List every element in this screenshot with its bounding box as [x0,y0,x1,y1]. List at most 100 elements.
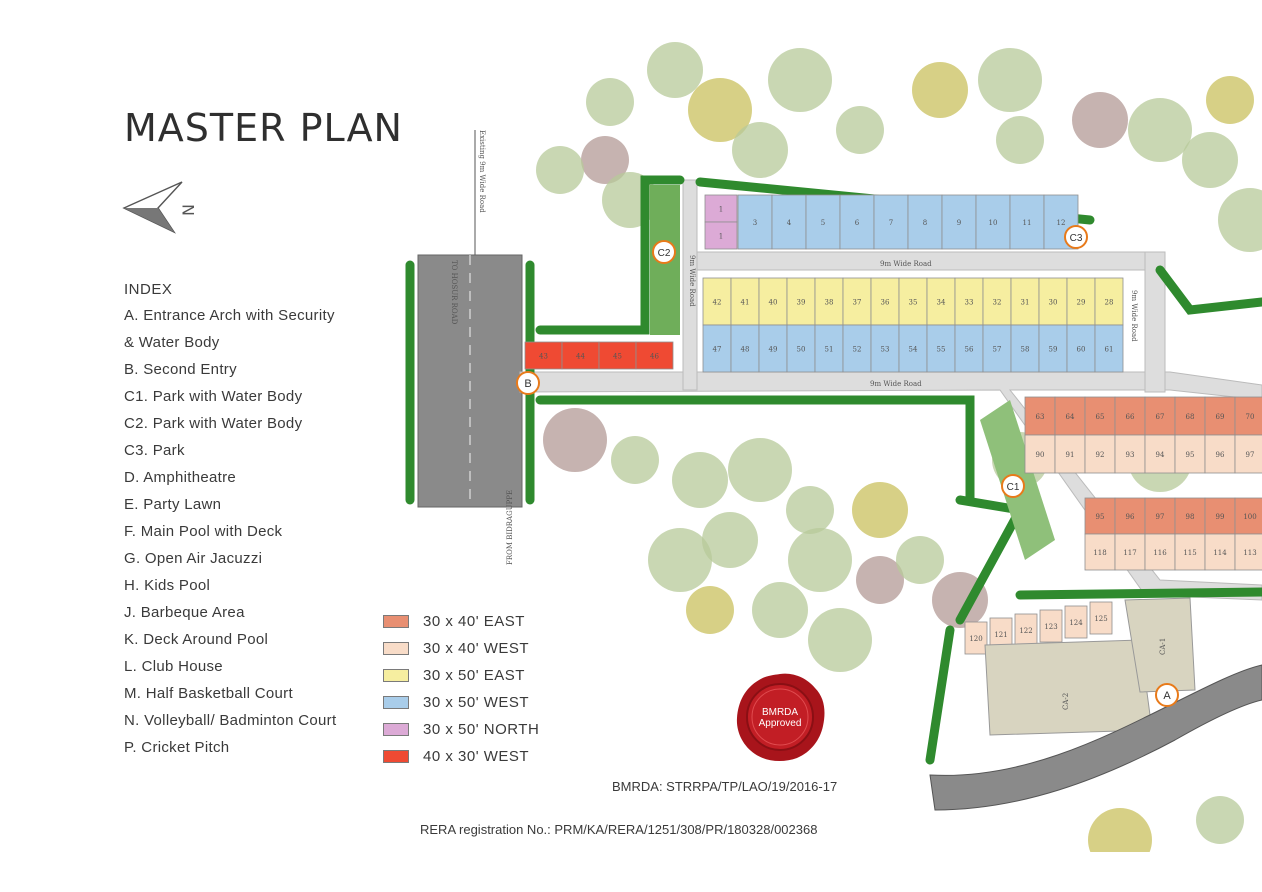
plot[interactable]: 56 [954,324,984,373]
plot[interactable]: 40 [758,277,788,326]
plot[interactable]: 96 [1204,434,1236,474]
plot[interactable]: 30 [1038,277,1068,326]
plot[interactable]: 29 [1066,277,1096,326]
lower-road [929,664,1262,811]
plot[interactable]: 52 [842,324,872,373]
trees-layer [536,42,1262,852]
plot[interactable]: 45 [598,341,637,370]
plot[interactable]: 91 [1054,434,1086,474]
plot-number: 33 [965,299,974,307]
plot[interactable]: 3 [737,194,773,250]
plot[interactable]: 10 [975,194,1011,250]
plot[interactable]: 99 [1204,497,1236,535]
plot[interactable]: 64 [1054,396,1086,436]
plot[interactable]: 55 [926,324,956,373]
plot[interactable]: 90 [1024,434,1056,474]
plot[interactable]: 100 [1234,497,1262,535]
plot[interactable]: 58 [1010,324,1040,373]
plot[interactable]: 120 [964,621,988,655]
plot[interactable]: 50 [786,324,816,373]
plot-number: 46 [650,353,659,361]
plot[interactable]: 37 [842,277,872,326]
plot[interactable]: 36 [870,277,900,326]
plot[interactable]: 43 [524,341,563,370]
plot[interactable]: 49 [758,324,788,373]
plot[interactable]: 32 [982,277,1012,326]
plot[interactable]: 69 [1204,396,1236,436]
plot[interactable]: 67 [1144,396,1176,436]
tree [856,556,904,604]
tree [1072,92,1128,148]
plot[interactable]: 117 [1114,533,1146,571]
plot[interactable]: 65 [1084,396,1116,436]
plot[interactable]: 124 [1064,605,1088,639]
plot[interactable]: 39 [786,277,816,326]
plot[interactable]: 94 [1144,434,1176,474]
road-label-9m-d: 9m Wide Road [1130,290,1138,342]
plot[interactable]: 93 [1114,434,1146,474]
plot[interactable]: 61 [1094,324,1124,373]
plot[interactable]: 70 [1234,396,1262,436]
marker-b[interactable]: B [516,371,540,395]
marker-a[interactable]: A [1155,683,1179,707]
marker-c3[interactable]: C3 [1064,225,1088,249]
plot-number: 1 [719,206,723,214]
seal-line1: BMRDA [762,707,798,718]
tree [1088,808,1152,852]
plot[interactable]: 122 [1014,613,1038,647]
plot[interactable]: 41 [730,277,760,326]
plot[interactable]: 95 [1084,497,1116,535]
plot[interactable]: 31 [1010,277,1040,326]
plot[interactable]: 125 [1089,601,1113,635]
plot[interactable]: 95 [1174,434,1206,474]
plot[interactable]: 66 [1114,396,1146,436]
plot[interactable]: 97 [1144,497,1176,535]
plot-number: 3 [753,219,757,227]
index-item: H. Kids Pool [124,577,211,594]
plot[interactable]: 34 [926,277,956,326]
plot[interactable]: 98 [1174,497,1206,535]
plot-number: 42 [713,299,722,307]
plot[interactable]: 63 [1024,396,1056,436]
plot[interactable]: 38 [814,277,844,326]
marker-c2[interactable]: C2 [652,240,676,264]
plot[interactable]: 97 [1234,434,1262,474]
site-map[interactable]: TO HOSUR ROAD FROM BIDRAGUPPE Existing 9… [400,40,1262,852]
plot[interactable]: 1 [704,221,738,250]
plot[interactable]: 4 [771,194,807,250]
plot[interactable]: 44 [561,341,600,370]
plot[interactable]: 60 [1066,324,1096,373]
plot[interactable]: 5 [805,194,841,250]
plot[interactable]: 96 [1114,497,1146,535]
plot[interactable]: 28 [1094,277,1124,326]
plot-number: 94 [1156,451,1165,459]
plot[interactable]: 7 [873,194,909,250]
plot[interactable]: 42 [702,277,732,326]
plot[interactable]: 33 [954,277,984,326]
plot-number: 66 [1126,413,1135,421]
plot[interactable]: 92 [1084,434,1116,474]
plot[interactable]: 48 [730,324,760,373]
plot[interactable]: 8 [907,194,943,250]
plot[interactable]: 51 [814,324,844,373]
plot[interactable]: 9 [941,194,977,250]
plot[interactable]: 57 [982,324,1012,373]
plot[interactable]: 46 [635,341,674,370]
plot[interactable]: 1 [704,194,738,223]
plot[interactable]: 54 [898,324,928,373]
plot[interactable]: 6 [839,194,875,250]
plot[interactable]: 118 [1084,533,1116,571]
plot[interactable]: 113 [1234,533,1262,571]
plot[interactable]: 11 [1009,194,1045,250]
plot[interactable]: 115 [1174,533,1206,571]
plot[interactable]: 59 [1038,324,1068,373]
plot[interactable]: 35 [898,277,928,326]
marker-c1[interactable]: C1 [1001,474,1025,498]
plot[interactable]: 114 [1204,533,1236,571]
plot[interactable]: 53 [870,324,900,373]
plot[interactable]: 68 [1174,396,1206,436]
plot[interactable]: 123 [1039,609,1063,643]
plot[interactable]: 47 [702,324,732,373]
plot[interactable]: 116 [1144,533,1176,571]
legend-label: 30 x 50' WEST [423,694,530,711]
